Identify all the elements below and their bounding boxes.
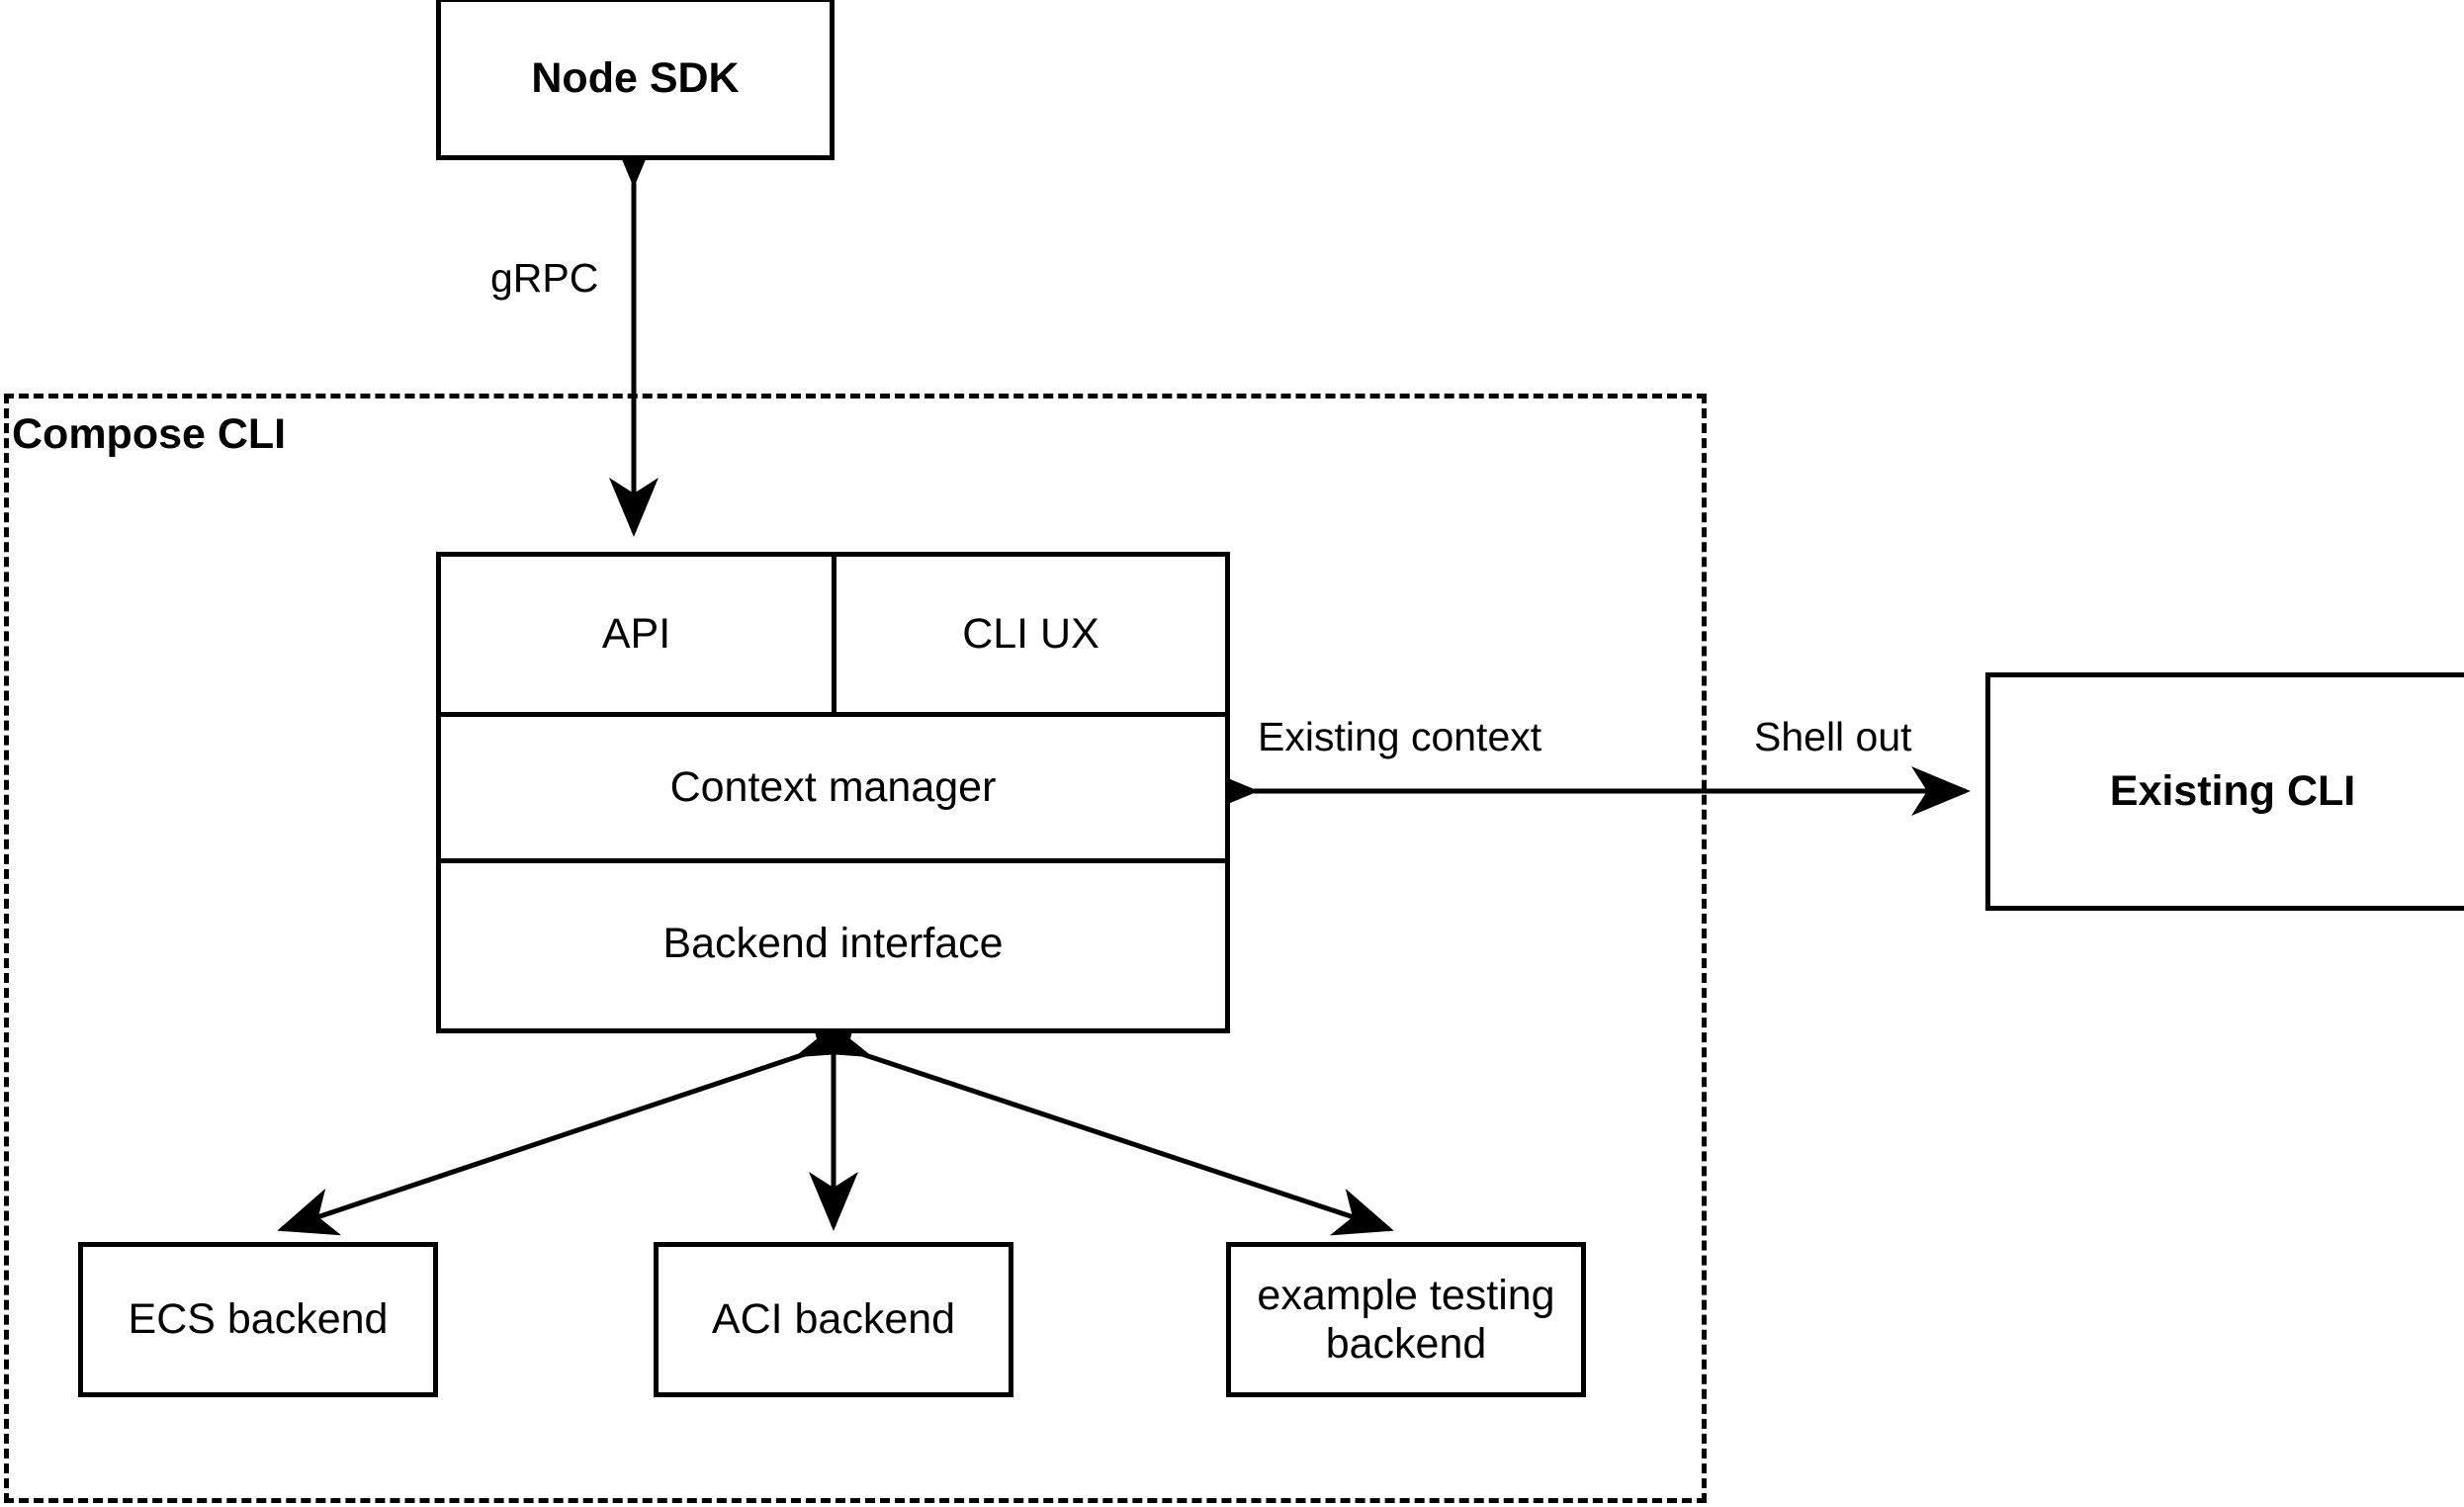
stack-cell-backend-interface[interactable]: Backend interface — [662, 919, 1004, 967]
stack-cell-api[interactable]: API — [441, 557, 836, 712]
stack-row-api: API CLI UX — [441, 557, 1225, 712]
edge-label-shell-out: Shell out — [1750, 714, 1916, 760]
stack-row-context-manager: Context manager — [441, 712, 1225, 858]
node-node-sdk-label: Node SDK — [531, 54, 740, 103]
node-existing-cli-label: Existing CLI — [2109, 767, 2356, 816]
node-aci-backend[interactable]: ACI backend — [654, 1242, 1013, 1397]
stack-cell-context-manager[interactable]: Context manager — [669, 763, 997, 811]
group-compose-cli — [4, 394, 1707, 1503]
group-compose-cli-title: Compose CLI — [12, 410, 287, 458]
node-ecs-backend[interactable]: ECS backend — [78, 1242, 438, 1397]
stack-cell-cli-ux[interactable]: CLI UX — [962, 610, 1100, 658]
node-aci-backend-label: ACI backend — [711, 1295, 956, 1344]
node-example-testing-backend-label: example testing backend — [1257, 1272, 1555, 1368]
edge-label-existing-context: Existing context — [1254, 714, 1546, 760]
stack-row-backend-interface: Backend interface — [441, 858, 1225, 1023]
compose-cli-stack: API CLI UX Context manager Backend inter… — [436, 552, 1230, 1033]
edge-label-grpc: gRPC — [486, 255, 603, 302]
node-ecs-backend-label: ECS backend — [128, 1295, 389, 1344]
node-example-testing-backend[interactable]: example testing backend — [1226, 1242, 1586, 1397]
node-existing-cli[interactable]: Existing CLI — [1985, 672, 2464, 911]
node-node-sdk[interactable]: Node SDK — [436, 0, 835, 160]
